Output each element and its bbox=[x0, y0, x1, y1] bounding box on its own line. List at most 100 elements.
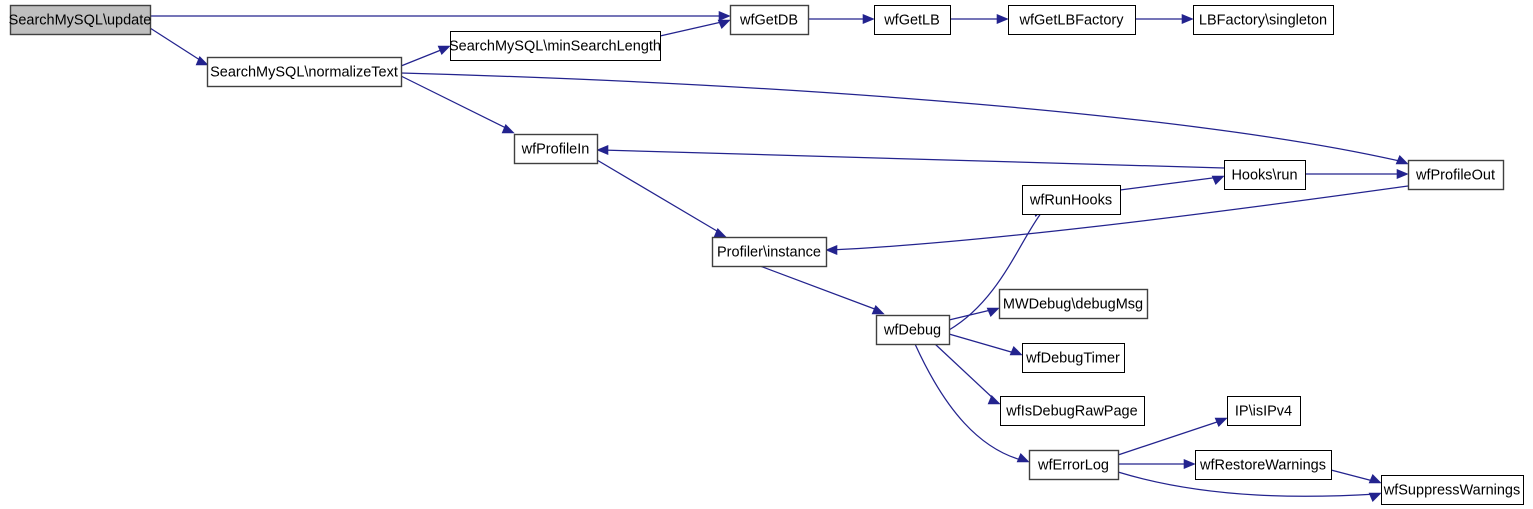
graph-node-wfIsDebugRawPage[interactable]: wfIsDebugRawPage bbox=[1000, 396, 1145, 426]
graph-node-HooksRun[interactable]: Hooks\run bbox=[1224, 160, 1306, 190]
node-box-wfIsDebugRawPage[interactable] bbox=[1000, 396, 1145, 426]
node-label-wfGetLBFactory: wfGetLBFactory bbox=[1019, 12, 1125, 28]
node-box-wfDebugTimer[interactable] bbox=[1022, 343, 1125, 373]
graph-node-update[interactable]: SearchMySQL\update bbox=[9, 4, 152, 36]
graph-node-wfRestoreWarnings[interactable]: wfRestoreWarnings bbox=[1195, 450, 1332, 480]
edge-arrowhead-icon bbox=[501, 123, 515, 134]
node-label-wfRunHooks: wfRunHooks bbox=[1029, 192, 1112, 208]
call-edge-wfProfileOut-to-ProfilerInstance bbox=[825, 185, 1409, 256]
node-box-wfRestoreWarnings[interactable] bbox=[1195, 450, 1332, 480]
node-box-wfRunHooks[interactable] bbox=[1022, 185, 1121, 215]
node-label-wfGetDB: wfGetDB bbox=[739, 12, 798, 28]
edge-arrowhead-icon bbox=[718, 10, 731, 22]
graph-node-wfGetLB[interactable]: wfGetLB bbox=[874, 5, 951, 35]
node-box-wfGetLB[interactable] bbox=[874, 5, 951, 35]
node-label-wfSuppressWarnings: wfSuppressWarnings bbox=[1383, 482, 1520, 498]
edge-arrowhead-icon bbox=[1214, 417, 1228, 428]
edge-arrowhead-icon bbox=[862, 13, 875, 25]
graph-node-wfDebug[interactable]: wfDebug bbox=[875, 314, 951, 346]
edge-arrowhead-icon bbox=[1181, 13, 1194, 25]
node-label-LBFactorySingleton: LBFactory\singleton bbox=[1199, 12, 1327, 28]
node-label-wfErrorLog: wfErrorLog bbox=[1037, 457, 1109, 473]
graph-node-wfGetLBFactory[interactable]: wfGetLBFactory bbox=[1008, 5, 1136, 35]
node-box-IPisIPv4[interactable] bbox=[1227, 396, 1301, 426]
node-label-wfProfileIn: wfProfileIn bbox=[521, 141, 590, 157]
edge-arrowhead-icon bbox=[1211, 175, 1225, 186]
node-box-wfProfileOut[interactable] bbox=[1407, 159, 1505, 191]
call-edge-wfDebug-to-wfIsDebugRawPage bbox=[934, 343, 1001, 405]
graph-node-wfGetDB[interactable]: wfGetDB bbox=[729, 4, 810, 36]
edge-arrowhead-icon bbox=[986, 307, 1000, 318]
edge-arrowhead-icon bbox=[1368, 492, 1382, 503]
graph-node-ProfilerInstance[interactable]: Profiler\instance bbox=[711, 236, 828, 268]
node-layer: SearchMySQL\updateSearchMySQL\minSearchL… bbox=[9, 4, 1524, 505]
call-edge-update-to-normalizeText bbox=[149, 27, 209, 66]
call-edge-wfDebug-to-wfErrorLog bbox=[914, 343, 1030, 463]
node-box-normalizeText[interactable] bbox=[206, 56, 403, 88]
node-box-wfDebug[interactable] bbox=[875, 314, 951, 346]
graph-node-IPisIPv4[interactable]: IP\isIPv4 bbox=[1227, 396, 1301, 426]
call-edge-wfErrorLog-to-wfRestoreWarnings bbox=[1118, 458, 1196, 470]
node-label-wfDebugTimer: wfDebugTimer bbox=[1025, 350, 1120, 366]
call-edge-wfRunHooks-to-HooksRun bbox=[1119, 175, 1225, 191]
edge-arrowhead-icon bbox=[871, 304, 885, 315]
call-edge-wfErrorLog-to-IPisIPv4 bbox=[1117, 417, 1228, 456]
node-box-wfGetLBFactory[interactable] bbox=[1008, 5, 1136, 35]
graph-node-wfProfileIn[interactable]: wfProfileIn bbox=[513, 133, 599, 165]
node-box-minSearchLength[interactable] bbox=[450, 31, 661, 61]
graph-node-MWDebugDebugMsg[interactable]: MWDebug\debugMsg bbox=[998, 288, 1149, 320]
call-edge-wfDebug-to-wfDebugTimer bbox=[948, 333, 1023, 356]
graph-node-wfErrorLog[interactable]: wfErrorLog bbox=[1028, 449, 1120, 481]
graph-node-minSearchLength[interactable]: SearchMySQL\minSearchLength bbox=[449, 31, 661, 61]
edge-arrowhead-icon bbox=[437, 45, 451, 56]
node-box-wfSuppressWarnings[interactable] bbox=[1381, 475, 1524, 505]
node-box-wfGetDB[interactable] bbox=[729, 4, 810, 36]
graph-node-wfDebugTimer[interactable]: wfDebugTimer bbox=[1022, 343, 1125, 373]
edge-arrowhead-icon bbox=[717, 19, 731, 30]
node-label-minSearchLength: SearchMySQL\minSearchLength bbox=[449, 38, 661, 54]
node-box-LBFactorySingleton[interactable] bbox=[1193, 5, 1334, 35]
call-edge-ProfilerInstance-to-wfDebug bbox=[759, 265, 885, 315]
edge-layer bbox=[149, 10, 1409, 503]
node-label-normalizeText: SearchMySQL\normalizeText bbox=[210, 64, 398, 80]
node-box-MWDebugDebugMsg[interactable] bbox=[998, 288, 1149, 320]
graph-node-wfProfileOut[interactable]: wfProfileOut bbox=[1407, 159, 1505, 191]
call-edge-wfDebug-to-MWDebugDebugMsg bbox=[948, 307, 1000, 321]
call-edge-normalizeText-to-minSearchLength bbox=[400, 45, 451, 67]
node-label-wfGetLB: wfGetLB bbox=[883, 12, 940, 28]
call-edge-normalizeText-to-wfProfileIn bbox=[400, 75, 515, 134]
node-label-HooksRun: Hooks\run bbox=[1231, 167, 1297, 183]
graph-node-LBFactorySingleton[interactable]: LBFactory\singleton bbox=[1193, 5, 1334, 35]
edge-arrowhead-icon bbox=[1009, 345, 1023, 356]
node-box-wfErrorLog[interactable] bbox=[1028, 449, 1120, 481]
call-edge-minSearchLength-to-wfGetDB bbox=[659, 19, 731, 37]
call-edge-wfErrorLog-to-wfSuppressWarnings bbox=[1117, 471, 1382, 503]
call-edge-wfRestoreWarnings-to-wfSuppressWarnings bbox=[1330, 469, 1382, 484]
node-label-wfIsDebugRawPage: wfIsDebugRawPage bbox=[1005, 403, 1137, 419]
edge-arrowhead-icon bbox=[1396, 168, 1409, 180]
graph-node-wfSuppressWarnings[interactable]: wfSuppressWarnings bbox=[1381, 475, 1524, 505]
node-label-wfRestoreWarnings: wfRestoreWarnings bbox=[1199, 457, 1326, 473]
node-label-wfProfileOut: wfProfileOut bbox=[1415, 167, 1495, 183]
node-box-update[interactable] bbox=[9, 4, 152, 36]
graph-node-normalizeText[interactable]: SearchMySQL\normalizeText bbox=[206, 56, 403, 88]
edge-arrowhead-icon bbox=[996, 13, 1009, 25]
node-box-wfProfileIn[interactable] bbox=[513, 133, 599, 165]
call-edge-wfGetLBFactory-to-LBFactorySingleton bbox=[1135, 13, 1194, 25]
edge-arrowhead-icon bbox=[825, 244, 838, 256]
edge-arrowhead-icon bbox=[1368, 473, 1382, 484]
edge-arrowhead-icon bbox=[1016, 452, 1030, 463]
call-edge-update-to-wfGetDB bbox=[150, 10, 731, 22]
call-edge-normalizeText-to-wfProfileOut bbox=[400, 72, 1409, 165]
call-edge-wfGetDB-to-wfGetLB bbox=[808, 13, 875, 25]
node-box-HooksRun[interactable] bbox=[1224, 160, 1306, 190]
edge-arrowhead-icon bbox=[596, 144, 609, 156]
node-label-MWDebugDebugMsg: MWDebug\debugMsg bbox=[1003, 296, 1143, 312]
node-box-ProfilerInstance[interactable] bbox=[711, 236, 828, 268]
edge-arrowhead-icon bbox=[195, 55, 209, 66]
graph-node-wfRunHooks[interactable]: wfRunHooks bbox=[1022, 185, 1121, 215]
edge-arrowhead-icon bbox=[1395, 154, 1409, 165]
node-label-update: SearchMySQL\update bbox=[9, 12, 152, 28]
